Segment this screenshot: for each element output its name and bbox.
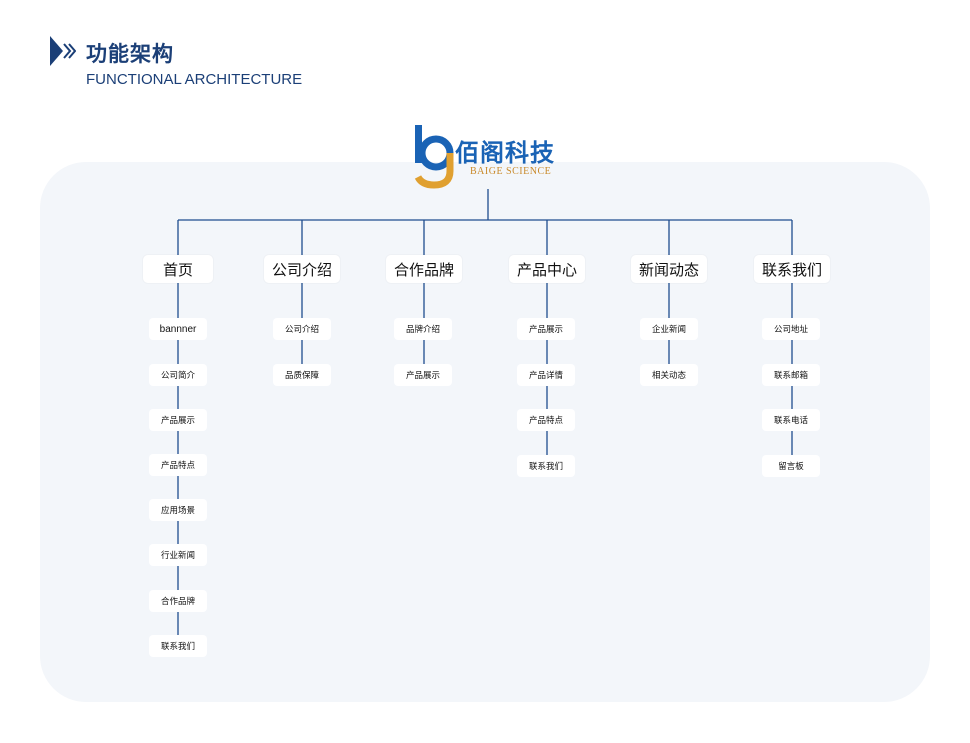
- node-home-banner: bannner: [149, 318, 207, 340]
- node-partners-brand-intro: 品牌介绍: [394, 318, 452, 340]
- node-company-quality: 品质保障: [273, 364, 331, 386]
- node-news-related: 相关动态: [640, 364, 698, 386]
- logo-mark-icon: [414, 125, 454, 189]
- node-contact-email: 联系邮箱: [762, 364, 820, 386]
- node-company: 公司介绍: [264, 255, 340, 283]
- logo-name-en: BAIGE SCIENCE: [470, 166, 552, 177]
- node-contact: 联系我们: [754, 255, 830, 283]
- company-logo: 佰阁科技 BAIGE SCIENCE: [410, 123, 560, 189]
- node-products: 产品中心: [509, 255, 585, 283]
- node-partners: 合作品牌: [386, 255, 462, 283]
- diagram-panel: [40, 162, 930, 702]
- node-news: 新闻动态: [631, 255, 707, 283]
- node-products-details: 产品详情: [517, 364, 575, 386]
- node-home-products: 产品展示: [149, 409, 207, 431]
- node-contact-address: 公司地址: [762, 318, 820, 340]
- node-products-features: 产品特点: [517, 409, 575, 431]
- node-home-scenarios: 应用场景: [149, 499, 207, 521]
- logo-name-cn: 佰阁科技: [455, 139, 555, 167]
- node-news-company: 企业新闻: [640, 318, 698, 340]
- chevron-right-icon: [50, 36, 76, 66]
- node-products-showcase: 产品展示: [517, 318, 575, 340]
- node-home-partners: 合作品牌: [149, 590, 207, 612]
- node-products-contact: 联系我们: [517, 455, 575, 477]
- node-company-intro: 公司介绍: [273, 318, 331, 340]
- page-title: 功能架构: [86, 42, 174, 66]
- node-home: 首页: [143, 255, 213, 283]
- node-contact-phone: 联系电话: [762, 409, 820, 431]
- page-subtitle: FUNCTIONAL ARCHITECTURE: [86, 71, 303, 88]
- node-home-features: 产品特点: [149, 454, 207, 476]
- node-home-contact: 联系我们: [149, 635, 207, 657]
- node-partners-products: 产品展示: [394, 364, 452, 386]
- node-contact-message-board: 留言板: [762, 455, 820, 477]
- node-home-industry-news: 行业新闻: [149, 544, 207, 566]
- node-home-company-intro: 公司简介: [149, 364, 207, 386]
